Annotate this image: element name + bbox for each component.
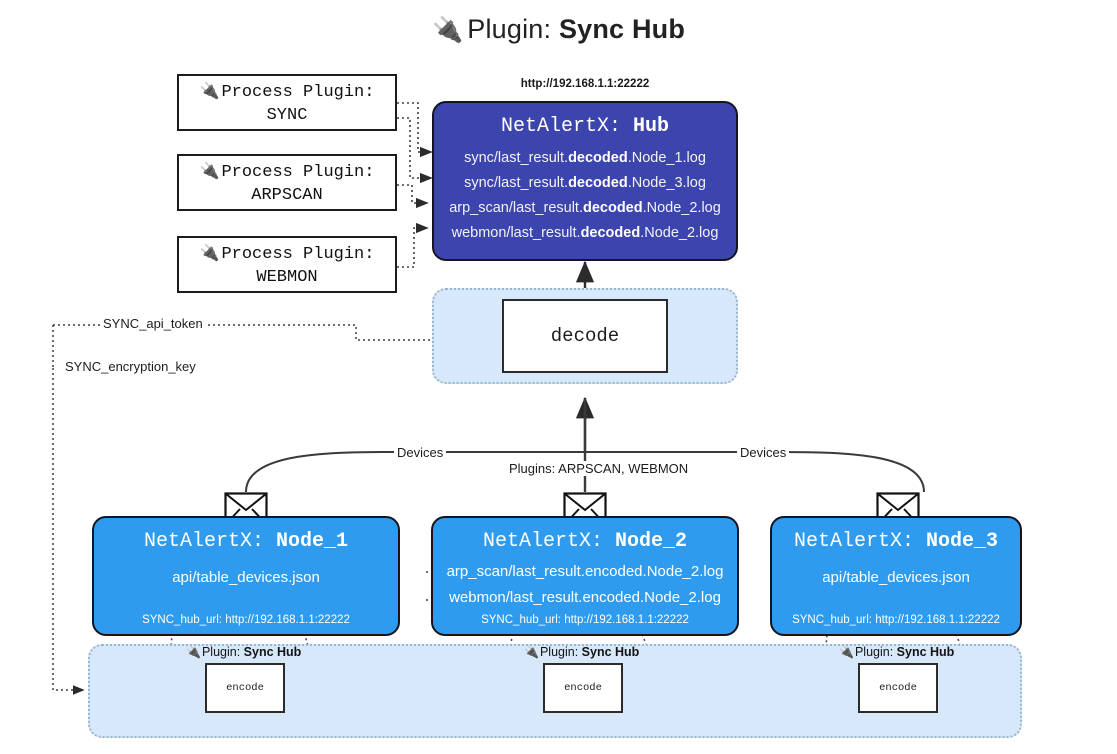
process-plugin-label: Process Plugin: — [221, 244, 375, 264]
process-plugin-box-arpscan[interactable]: 🔌Process Plugin: ARPSCAN — [177, 154, 397, 211]
node-line: api/table_devices.json — [172, 569, 320, 586]
plug-icon: 🔌 — [186, 645, 201, 659]
page-title-name: Sync Hub — [558, 14, 686, 44]
plugin-tag-node-1: 🔌Plugin: Sync Hub — [186, 645, 302, 659]
encode-box-node-2[interactable]: encode — [543, 663, 623, 713]
plugin-tag-node-2: 🔌Plugin: Sync Hub — [524, 645, 640, 659]
plug-icon: 🔌 — [199, 160, 220, 180]
node-box-node-2[interactable]: NetAlertX: Node_2 arp_scan/last_result.e… — [431, 516, 739, 636]
encode-label: encode — [879, 682, 917, 694]
process-plugin-name: ARPSCAN — [251, 185, 323, 205]
node-line: arp_scan/last_result.encoded.Node_2.log — [446, 563, 724, 580]
node-line: api/table_devices.json — [822, 569, 970, 586]
hub-logline: arp_scan/last_result.decoded.Node_2.log — [449, 200, 721, 216]
process-plugin-name: SYNC — [266, 105, 308, 125]
process-plugin-box-sync[interactable]: 🔌Process Plugin: SYNC — [177, 74, 397, 131]
plug-icon: 🔌 — [199, 242, 220, 262]
node-footer: SYNC_hub_url: http://192.168.1.1:22222 — [481, 614, 689, 626]
node-title-prefix: NetAlertX: — [143, 530, 264, 553]
hub-logline: sync/last_result.decoded.Node_3.log — [464, 175, 706, 191]
setting-encryption-key-label: SYNC_encryption_key — [62, 359, 199, 374]
hub-logline: sync/last_result.decoded.Node_1.log — [464, 150, 706, 166]
page-title-prefix: Plugin: — [467, 14, 552, 44]
plug-icon: 🔌 — [524, 645, 539, 659]
process-plugin-label: Process Plugin: — [221, 162, 375, 182]
edge-label-devices-left: Devices — [394, 445, 447, 460]
node-title-name: Node_1 — [276, 530, 349, 553]
decode-box[interactable]: decode — [502, 299, 668, 373]
plug-icon: 🔌 — [839, 645, 854, 659]
node-box-node-1[interactable]: NetAlertX: Node_1 api/table_devices.json… — [92, 516, 400, 636]
hub-url-label: http://192.168.1.1:22222 — [520, 78, 650, 90]
hub-box[interactable]: NetAlertX: Hub sync/last_result.decoded.… — [432, 101, 738, 261]
hub-logline: webmon/last_result.decoded.Node_2.log — [451, 225, 719, 241]
process-plugin-label: Process Plugin: — [221, 82, 375, 102]
plug-icon: 🔌 — [199, 80, 220, 100]
node-title-name: Node_3 — [926, 530, 999, 553]
node-title-prefix: NetAlertX: — [793, 530, 914, 553]
setting-api-token-label: SYNC_api_token — [100, 316, 206, 331]
hub-title-prefix: NetAlertX: — [500, 115, 621, 138]
encode-box-node-3[interactable]: encode — [858, 663, 938, 713]
node-line: webmon/last_result.encoded.Node_2.log — [449, 589, 721, 606]
plug-icon: 🔌 — [431, 16, 464, 44]
edge-label-devices-right: Devices — [737, 445, 790, 460]
node-box-node-3[interactable]: NetAlertX: Node_3 api/table_devices.json… — [770, 516, 1022, 636]
edge-label-plugins-center: Plugins: ARPSCAN, WEBMON — [506, 461, 692, 476]
plugin-tag-node-3: 🔌Plugin: Sync Hub — [839, 645, 955, 659]
node-footer: SYNC_hub_url: http://192.168.1.1:22222 — [792, 614, 1000, 626]
process-plugin-box-webmon[interactable]: 🔌Process Plugin: WEBMON — [177, 236, 397, 293]
node-footer: SYNC_hub_url: http://192.168.1.1:22222 — [142, 614, 350, 626]
decode-label: decode — [550, 325, 620, 347]
process-plugin-name: WEBMON — [256, 267, 318, 287]
encode-label: encode — [564, 682, 602, 694]
node-title-name: Node_2 — [615, 530, 688, 553]
encode-box-node-1[interactable]: encode — [205, 663, 285, 713]
page-title: 🔌Plugin: Sync Hub — [0, 14, 1117, 45]
node-title-prefix: NetAlertX: — [482, 530, 603, 553]
encode-label: encode — [226, 682, 264, 694]
hub-title-name: Hub — [633, 115, 670, 138]
